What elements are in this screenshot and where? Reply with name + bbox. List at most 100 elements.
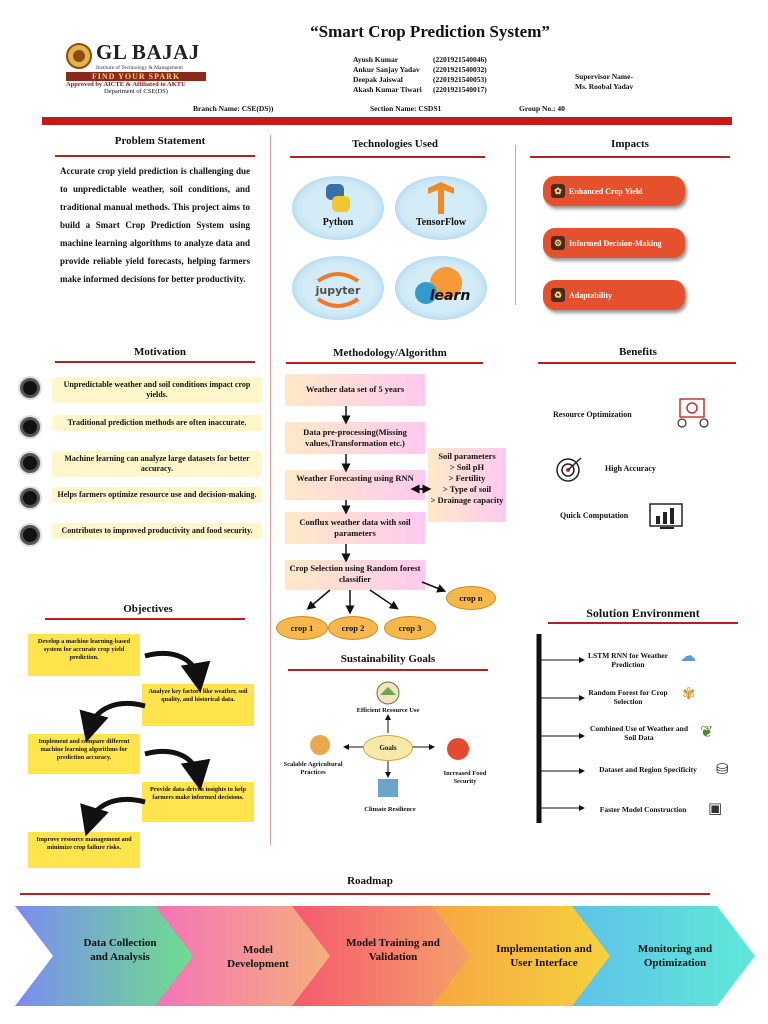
member-ids: (2201921540046) (2201921540032) (2201921…	[433, 55, 553, 95]
methodology-title: Methodology/Algorithm	[333, 347, 447, 359]
bullet-icon	[20, 417, 40, 437]
section-underline	[538, 362, 736, 364]
tensorflow-logo: TensorFlow	[395, 176, 487, 240]
tech-label: learn	[430, 288, 471, 304]
tech-label: Python	[322, 217, 354, 228]
section-underline	[530, 156, 730, 158]
roadmap-step: Monitoring and Optimization	[637, 943, 713, 969]
flow-step: Weather data set of 5 years	[285, 374, 425, 406]
crop-output: crop 1	[276, 616, 328, 640]
member-name: Deepak Jaiswal	[353, 75, 403, 84]
section-underline	[286, 362, 483, 364]
header-divider	[42, 117, 732, 125]
benefit-label: High Accuracy	[605, 464, 656, 473]
sustainability-title: Sustainability Goals	[340, 653, 436, 665]
scikit-learn-logo: learn	[395, 256, 487, 320]
solution-item: Dataset and Region Specificity	[599, 765, 697, 774]
roadmap-step-shape	[155, 906, 338, 1006]
computation-chart-icon	[649, 503, 683, 529]
crop-yield-icon: ✿	[551, 184, 565, 198]
member-id: (2201921540046)	[433, 55, 487, 64]
flow-step: Crop Selection using Random forest class…	[285, 560, 425, 590]
jupyter-logo: jupyter	[292, 256, 384, 320]
resource-optimization-icon	[677, 398, 709, 428]
goals-diagram	[310, 681, 469, 797]
soil-param: > Soil pH	[449, 462, 485, 472]
soil-param: > Drainage capacity	[430, 495, 504, 505]
member-name: Akash Kumar Tiwari	[353, 85, 422, 94]
flow-arrows	[306, 406, 447, 615]
section-underline	[55, 155, 255, 157]
benefits-title: Benefits	[619, 346, 657, 358]
group-number: Group No.: 40	[519, 104, 565, 113]
roadmap-step: Data Collection and Analysis	[83, 937, 157, 963]
benefit-label: Resource Optimization	[553, 410, 632, 419]
soil-param: > Type of soil	[442, 484, 492, 494]
goal-label: Increased Food Security	[443, 770, 487, 785]
motivation-item: Helps farmers optimize resource use and …	[52, 487, 262, 503]
section-underline	[290, 156, 485, 158]
section-underline	[20, 893, 710, 895]
section-underline	[288, 669, 488, 671]
bullet-icon	[20, 378, 40, 398]
goal-label: Efficient Resource Use	[356, 707, 420, 714]
bullet-icon	[20, 453, 40, 473]
logo-subtitle: Institute of Technology & Management	[96, 65, 183, 71]
roadmap-title: Roadmap	[347, 875, 393, 887]
impact-label: Informed Decision-Making	[569, 238, 662, 248]
roadmap-step: Implementation and User Interface	[496, 943, 592, 969]
jupyter-icon: jupyter	[315, 272, 361, 308]
roadmap-step: Model Training and Validation	[346, 937, 440, 963]
impact-label: Enhanced Crop Yield	[569, 186, 643, 196]
section-name: Section Name: CSDS1	[370, 104, 442, 113]
section-underline	[548, 622, 738, 624]
motivation-item: Contributes to improved productivity and…	[52, 523, 262, 539]
objective-item: Develop a machine learning-based system …	[28, 634, 140, 676]
goal-label: Climate Resilience	[364, 806, 416, 813]
tech-label: TensorFlow	[415, 217, 467, 228]
branch-name: Branch Name: CSE(DS))	[193, 104, 274, 113]
python-logo: Python	[292, 176, 384, 240]
roadmap-chevrons	[15, 906, 755, 1006]
adaptability-icon: ♻	[551, 288, 565, 302]
impact-item: ♻ Adaptability	[543, 280, 685, 310]
bullet-icon	[20, 525, 40, 545]
benefit-label: Quick Computation	[560, 511, 629, 520]
member-names: Ayush Kumar Ankur Sanjay Yadav Deepak Ja…	[353, 55, 503, 95]
roadmap-step-shape	[15, 906, 198, 1006]
problem-text: Accurate crop yield prediction is challe…	[60, 166, 250, 284]
crop-output: crop n	[446, 586, 496, 610]
motivation-item: Machine learning can analyze large datas…	[52, 451, 262, 477]
impacts-title: Impacts	[611, 138, 649, 150]
roadmap-step-shape	[432, 906, 615, 1006]
solution-item: LSTM RNN for Weather Prediction	[588, 651, 668, 669]
wheat-icon: ✾	[682, 686, 696, 703]
goals-center: Goals	[363, 735, 413, 761]
section-underline	[45, 618, 245, 620]
soil-param: Soil parameters	[438, 451, 496, 461]
objective-item: Improve resource management and minimize…	[28, 832, 140, 868]
flow-step: Weather Forecasting using RNN	[285, 470, 425, 500]
python-icon	[326, 184, 350, 212]
motivation-title: Motivation	[134, 346, 186, 358]
logo-department: Department of CSE(DS)	[104, 88, 168, 95]
member-id: (2201921540017)	[433, 85, 487, 94]
member-id: (2201921540032)	[433, 65, 487, 74]
tensorflow-icon	[428, 182, 454, 214]
column-divider	[515, 145, 516, 305]
solution-item: Faster Model Construction	[599, 805, 687, 814]
institute-logo: GL BAJAJ Institute of Technology & Manag…	[66, 40, 226, 102]
logo-tagline: FIND YOUR SPARK	[66, 72, 206, 81]
logo-emblem-icon	[66, 42, 92, 69]
logo-approval: Approved by AICTE & Affiliated to AKTU	[66, 81, 186, 88]
problem-title: Problem Statement	[114, 135, 206, 147]
flow-step: Data pre-processing(Missing values,Trans…	[285, 422, 425, 454]
member-name: Ayush Kumar	[353, 55, 399, 64]
crop-output: crop 2	[328, 616, 378, 640]
objective-arrows	[79, 650, 211, 837]
solution-item: Combined Use of Weather and Soil Data	[589, 724, 689, 742]
climate-icon	[378, 779, 398, 797]
vegetables-icon	[447, 738, 469, 760]
impact-item: ⚙ Informed Decision-Making	[543, 228, 685, 258]
logo-name: GL BAJAJ	[96, 40, 200, 64]
